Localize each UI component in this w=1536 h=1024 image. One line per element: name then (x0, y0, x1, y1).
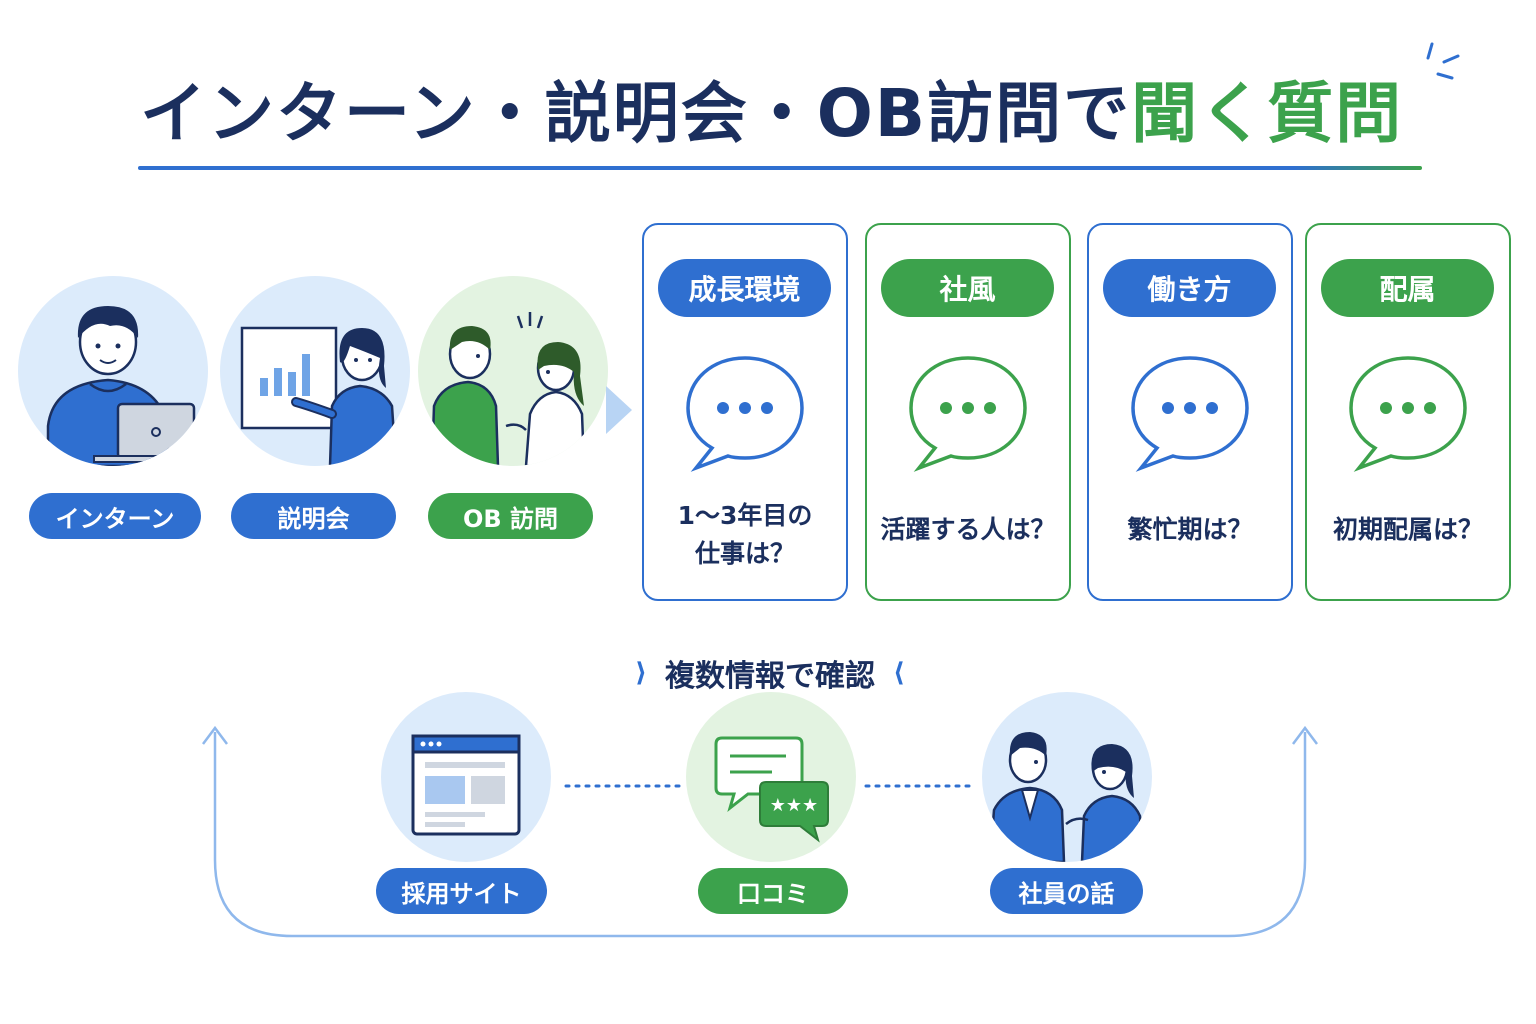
question-card-growth: 成長環境 1〜3年目の 仕事は？ (642, 223, 848, 601)
info-label-reviews: 口コミ (698, 868, 848, 914)
confirm-label: 複数情報で確認 (665, 659, 875, 694)
title-highlight: 聞く質問 (1131, 75, 1404, 152)
source-label-intern: インターン (29, 493, 201, 539)
student-laptop-icon (18, 276, 208, 466)
speech-bubble-icon (1349, 356, 1467, 472)
website-icon (381, 692, 551, 862)
svg-text:★★★: ★★★ (770, 795, 818, 816)
speech-bubble-icon (909, 356, 1027, 472)
title-main: インターン・説明会・OB訪問で (140, 75, 1132, 152)
question-line: 1〜3年目の (677, 501, 813, 530)
presenter-chart-icon (220, 276, 410, 466)
sparkle-icon (1426, 42, 1460, 80)
card-tag: 成長環境 (658, 259, 831, 317)
confirm-heading: ⟩ 複数情報で確認 ⟨ (600, 650, 940, 696)
speech-bubble-icon (1131, 356, 1249, 472)
card-question: 活躍する人は？ (880, 515, 1056, 544)
review-chat-icon: ★★★ (686, 692, 856, 862)
accent-left-icon: ⟩ (635, 658, 647, 688)
info-label-recruit-site: 採用サイト (376, 868, 547, 914)
source-label-ob-visit: OB 訪問 (428, 493, 593, 539)
question-card-workstyle: 働き方 繁忙期は？ (1087, 223, 1293, 601)
question-card-culture: 社風 活躍する人は？ (865, 223, 1071, 601)
title-underline (138, 166, 1422, 170)
question-card-assignment: 配属 初期配属は？ (1305, 223, 1511, 601)
employees-talk-icon (982, 692, 1152, 862)
page-title: インターン・説明会・OB訪問で聞く質問 (140, 60, 1430, 160)
card-question: 初期配属は？ (1332, 515, 1483, 544)
card-question: 1〜3年目の 仕事は？ (650, 497, 840, 573)
source-label-briefing: 説明会 (231, 493, 396, 539)
conversation-people-icon (418, 276, 608, 466)
card-question: 繁忙期は？ (1127, 515, 1253, 544)
card-tag: 社風 (881, 259, 1054, 317)
card-tag: 配属 (1321, 259, 1494, 317)
card-tag: 働き方 (1103, 259, 1276, 317)
speech-bubble-icon (686, 356, 804, 472)
accent-right-icon: ⟨ (893, 658, 905, 688)
arrow-right-icon (606, 386, 632, 434)
question-line: 仕事は？ (694, 539, 795, 568)
info-label-employee-talk: 社員の話 (990, 868, 1143, 914)
